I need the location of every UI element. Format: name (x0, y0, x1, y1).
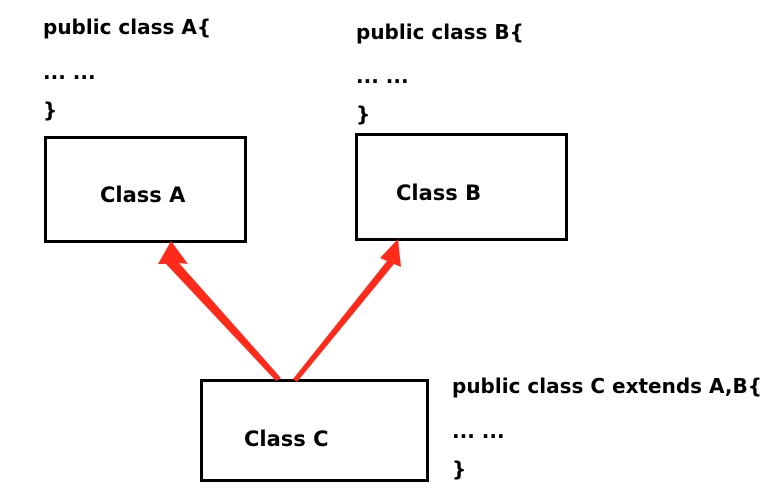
class-c-box: Class C (200, 379, 429, 482)
class-a-code-line-2: ... ... (43, 60, 96, 84)
class-b-label: Class B (396, 181, 482, 205)
class-c-label: Class C (244, 427, 329, 451)
class-c-code-line-3: } (452, 457, 467, 481)
class-b-code-line-2: ... ... (356, 64, 409, 88)
arrow-c-to-a (158, 241, 281, 381)
class-b-code-line-1: public class B{ (356, 20, 524, 44)
class-a-label: Class A (100, 183, 186, 207)
class-c-code-line-2: ... ... (452, 419, 505, 443)
class-a-box: Class A (44, 136, 247, 243)
class-a-code-line-3: } (43, 98, 58, 122)
class-b-code-line-3: } (356, 102, 371, 126)
arrow-c-to-b (293, 239, 401, 382)
class-c-code-line-1: public class C extends A,B{ (452, 374, 762, 398)
class-b-box: Class B (355, 133, 568, 241)
class-a-code-line-1: public class A{ (43, 15, 212, 39)
